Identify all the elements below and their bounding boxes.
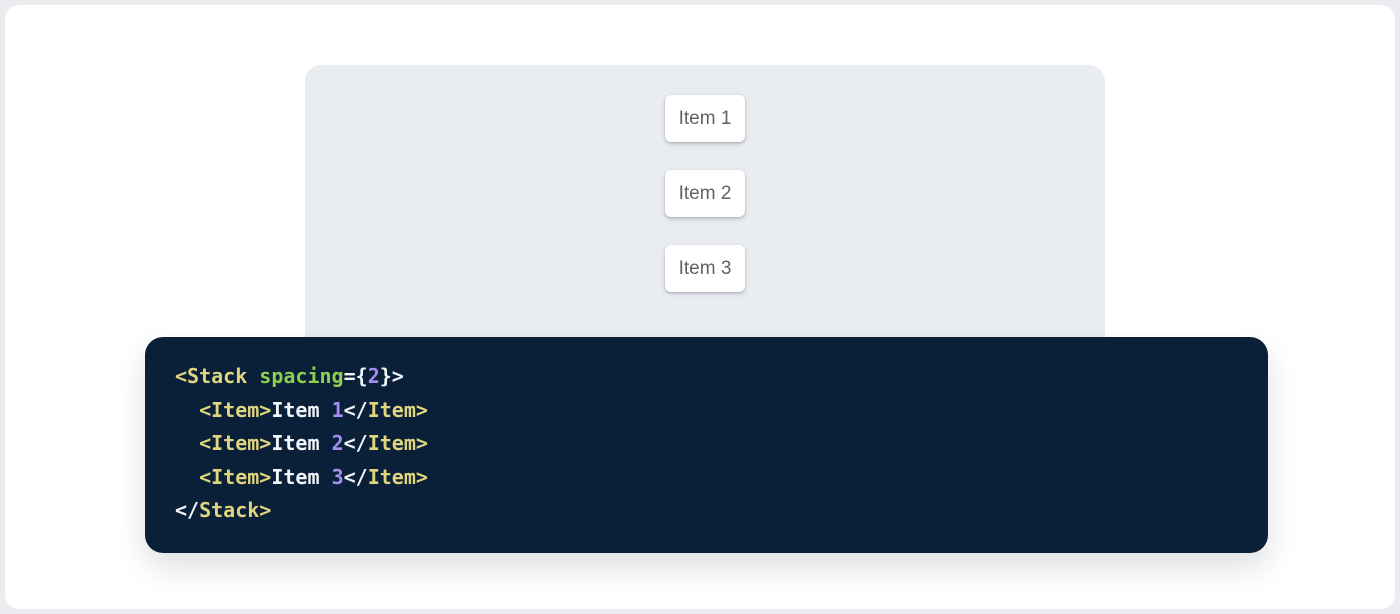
- code-token-attr: spacing: [259, 364, 344, 388]
- code-token-tag: <Stack: [175, 364, 248, 388]
- code-token-plain: </: [343, 464, 368, 489]
- code-token-plain: </: [343, 431, 368, 456]
- code-content: <Stack spacing={2}> <Item>Item 1</Item> …: [175, 360, 1238, 528]
- code-token-num: 2: [331, 431, 344, 456]
- code-token-num: 3: [331, 464, 344, 489]
- code-token-tag: Item>: [367, 431, 428, 456]
- code-token-plain: Item: [271, 431, 332, 456]
- code-token-plain: Item: [271, 397, 332, 422]
- stack-item-card: Item 3: [665, 245, 745, 292]
- code-token-tag: Item>: [367, 397, 428, 422]
- code-token-plain: Item: [271, 464, 332, 489]
- code-line: <Stack spacing={2}>: [175, 360, 1238, 394]
- code-token-tag: <Item>: [199, 464, 272, 489]
- code-block: <Stack spacing={2}> <Item>Item 1</Item> …: [145, 337, 1268, 553]
- code-token-num: 2: [367, 364, 380, 388]
- code-token-tag: <Item>: [199, 431, 272, 456]
- code-token-tag: <Item>: [199, 397, 272, 422]
- code-token-plain: [175, 465, 199, 489]
- code-token-plain: ={: [343, 364, 368, 388]
- code-token-plain: [247, 364, 259, 388]
- code-token-plain: </: [175, 498, 200, 523]
- code-token-tag: Item>: [367, 464, 428, 489]
- code-line: <Item>Item 3</Item>: [175, 461, 1238, 495]
- code-line: <Item>Item 2</Item>: [175, 427, 1238, 461]
- code-token-tag: Stack>: [199, 498, 272, 523]
- code-line: </Stack>: [175, 494, 1238, 528]
- stack-item-card: Item 1: [665, 95, 745, 142]
- code-token-plain: [175, 431, 199, 455]
- code-token-plain: [175, 398, 199, 422]
- code-token-num: 1: [331, 397, 344, 422]
- code-token-plain: }>: [379, 364, 404, 388]
- code-line: <Item>Item 1</Item>: [175, 394, 1238, 428]
- code-token-plain: </: [343, 397, 368, 422]
- code-snippet: <Stack spacing={2}> <Item>Item 1</Item> …: [175, 360, 1238, 528]
- stack-item-card: Item 2: [665, 170, 745, 217]
